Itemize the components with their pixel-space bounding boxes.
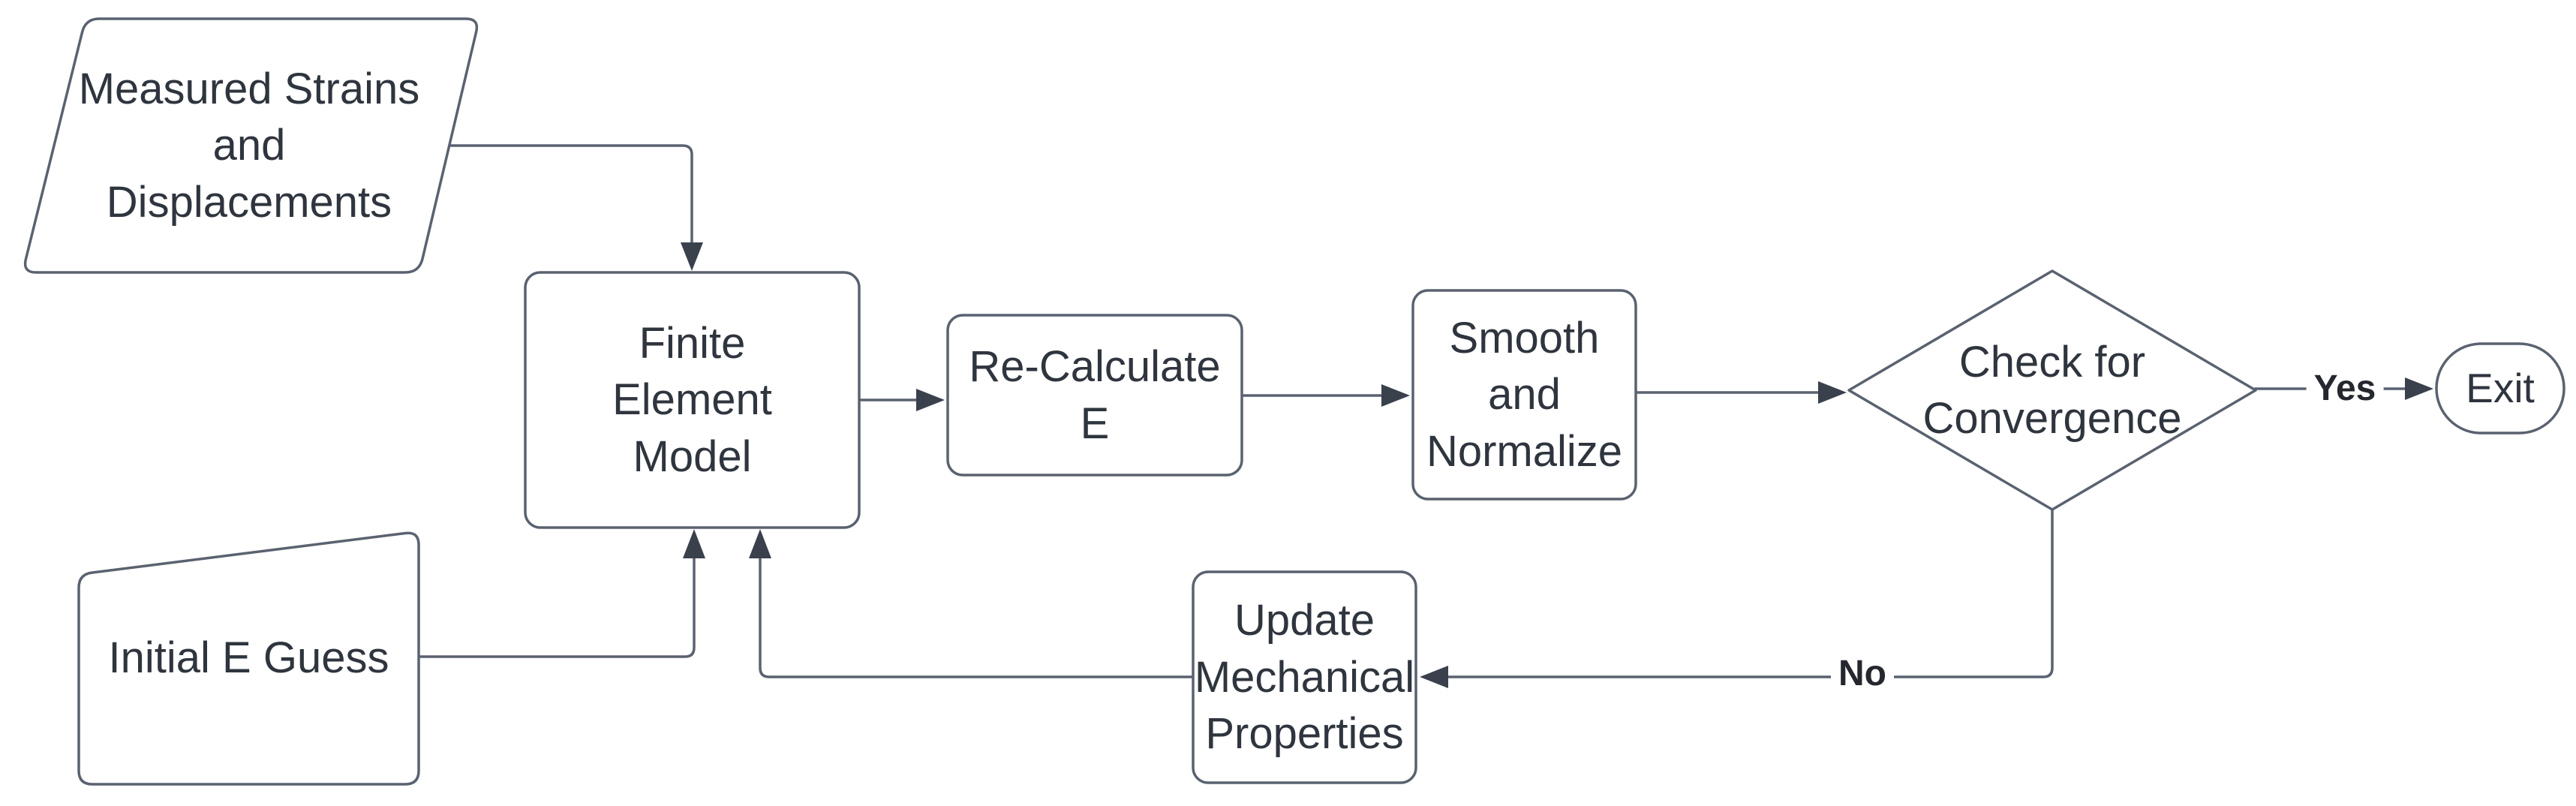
smooth-normalize-label: Smooth and Normalize [1426, 313, 1623, 476]
initial-e-guess-label: Initial E Guess [108, 633, 389, 682]
smooth-normalize-box [1411, 289, 1637, 501]
no-edge-label: No [1831, 656, 1894, 692]
recalculate-e-label: Re-Calculate E [969, 342, 1221, 448]
arrowhead-check-yes-to-exit [2405, 377, 2433, 400]
recalculate-e-box [946, 314, 1243, 477]
edge-update-to-fem [759, 557, 1195, 678]
arrowhead-smooth-to-check [1818, 381, 1847, 404]
arrowhead-check-no-to-update [1420, 666, 1448, 688]
finite-element-model-label: Finite Element Model [612, 318, 772, 481]
arrowhead-update-to-fem [749, 529, 771, 558]
yes-edge-label: Yes [2306, 371, 2384, 407]
update-properties-box [1192, 570, 1417, 784]
arrowhead-measured-to-fem [681, 242, 703, 271]
initial-e-guess-shape [77, 531, 420, 786]
edge-measured-to-fem [450, 144, 693, 245]
edge-check-no-to-update [1446, 508, 2054, 678]
edge-initial-guess-to-fem [417, 557, 696, 658]
exit-label: Exit [2466, 364, 2535, 411]
finite-element-model-box [524, 271, 861, 529]
exit-terminator [2435, 342, 2565, 435]
measured-strains-label: Measured Strains and Displacements [78, 64, 420, 227]
arrowhead-initial-guess-to-fem [683, 529, 705, 558]
arrowhead-recalculate-to-smooth [1381, 384, 1410, 407]
check-convergence-label: Check for Convergence [1922, 337, 2182, 443]
arrowhead-fem-to-recalculate [916, 389, 945, 411]
measured-strains-parallelogram [23, 17, 479, 274]
check-convergence-diamond [1847, 269, 2257, 511]
update-properties-label: Update Mechanical Properties [1194, 596, 1415, 759]
